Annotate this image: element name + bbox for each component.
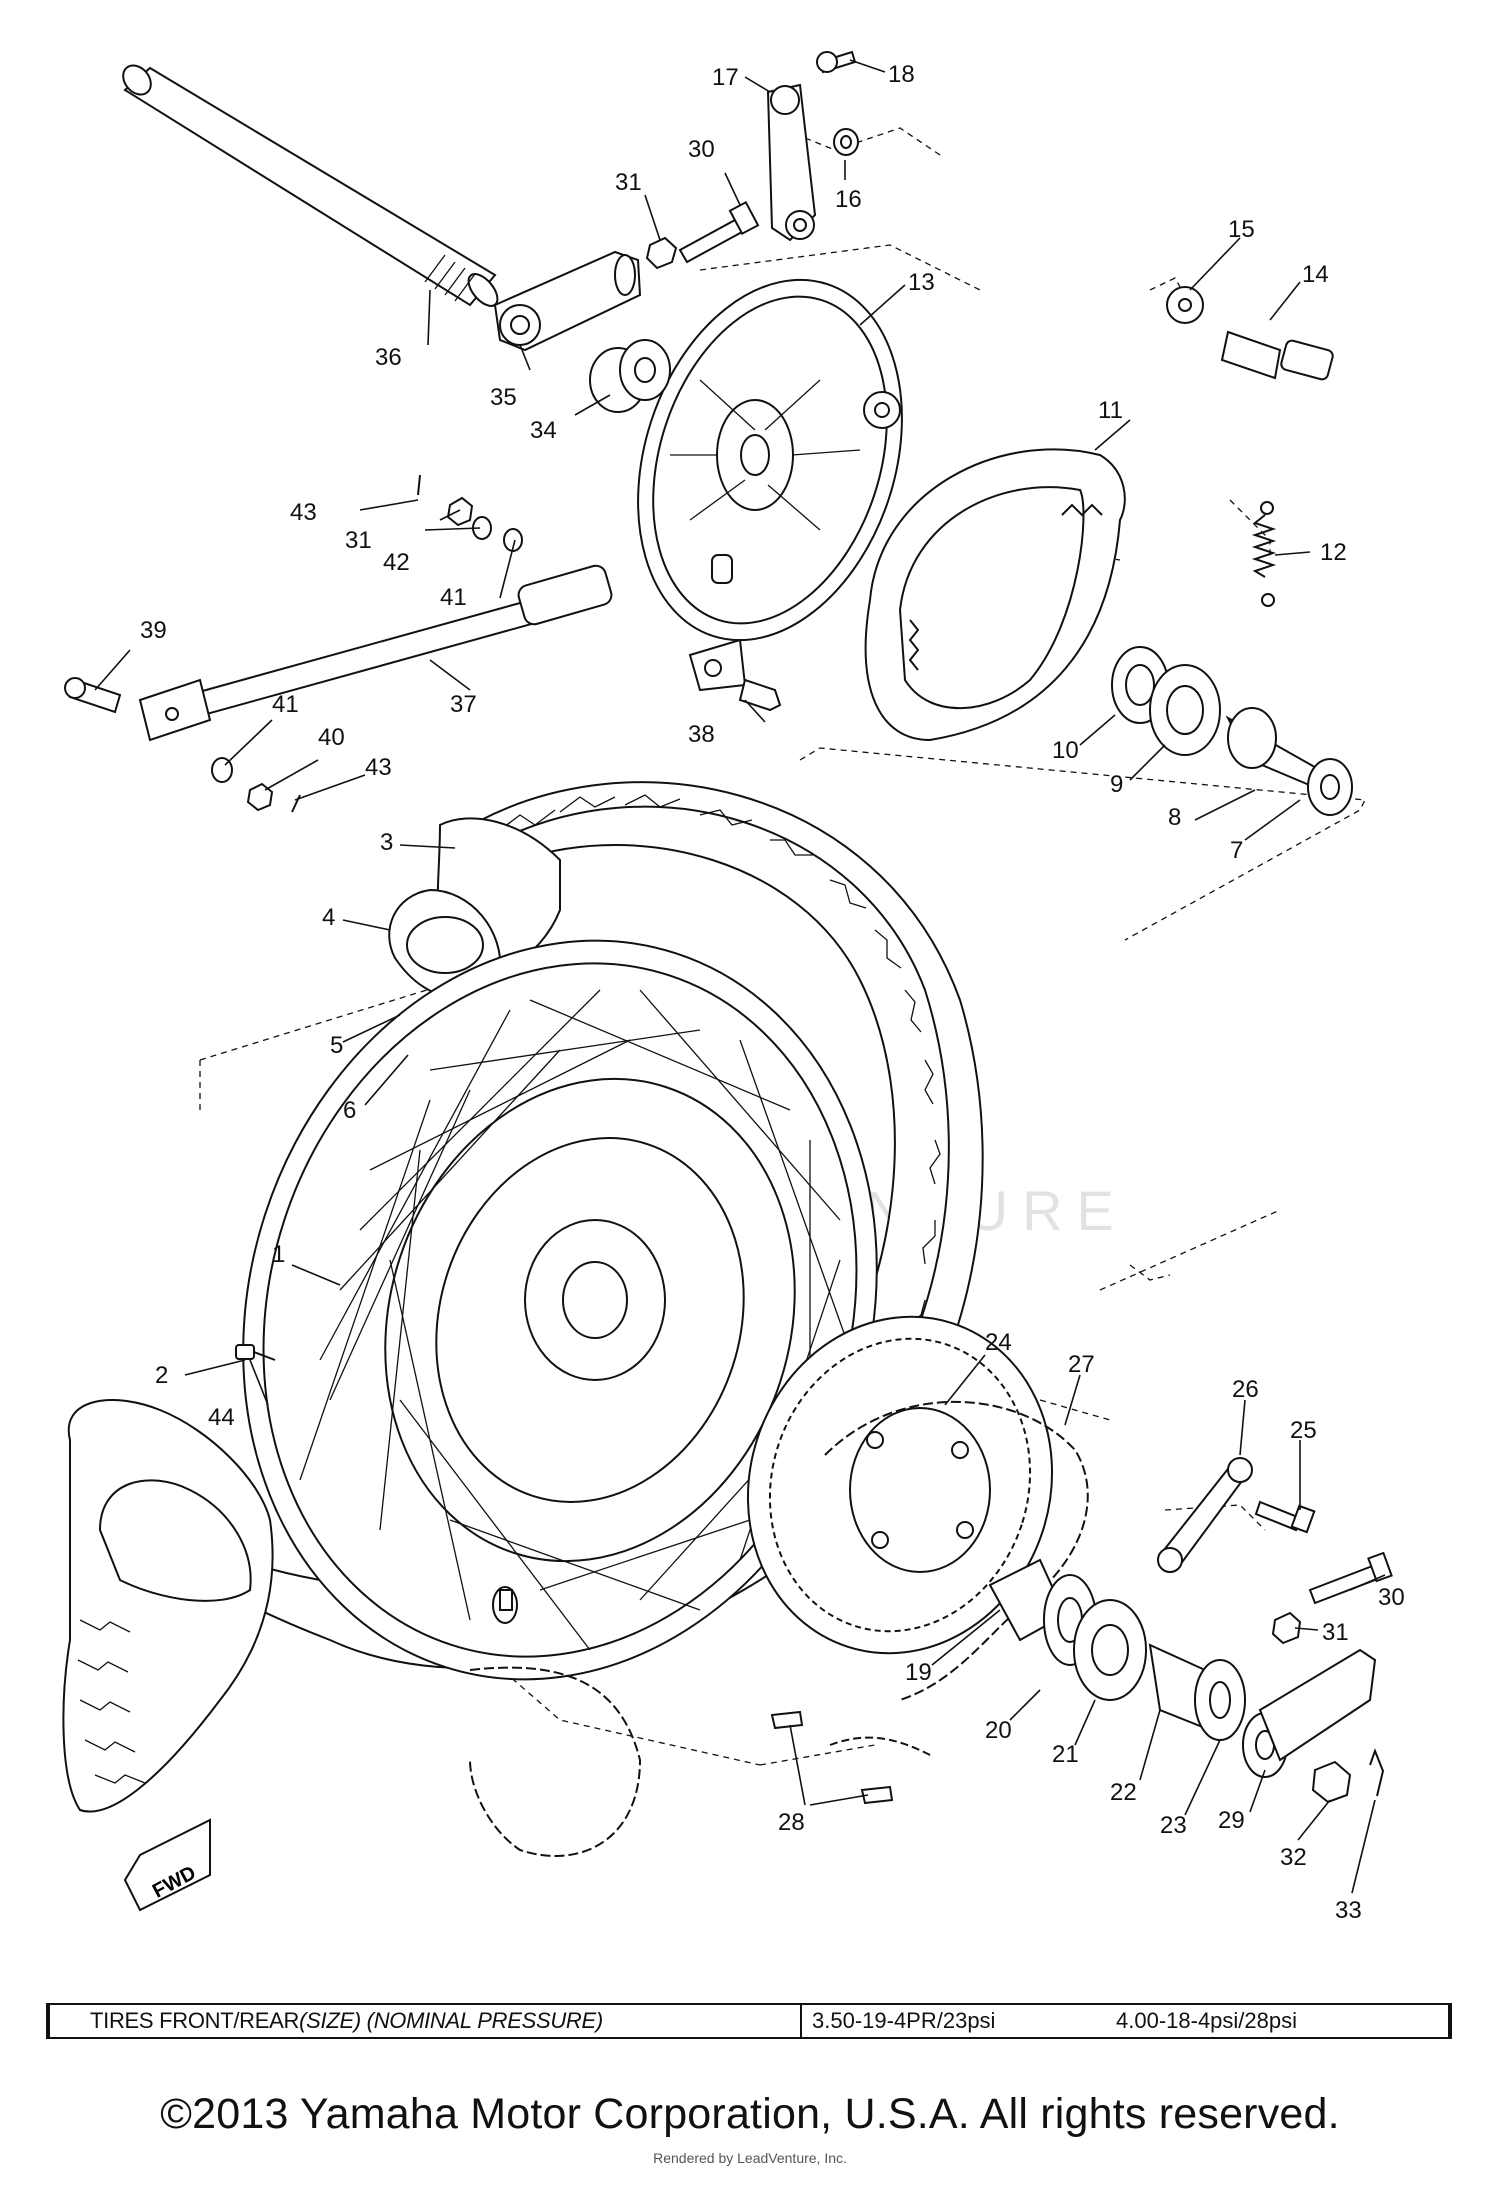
- leader-lines: [94, 59, 1386, 1894]
- hub-bearing-stack: [1111, 646, 1353, 816]
- rear-wheel-exploded-diagram: LEADVENTURE: [62, 50, 1405, 1924]
- callout-32: 32: [1280, 1844, 1307, 1871]
- callout-34: 34: [530, 417, 557, 444]
- callout-16: 16: [835, 186, 862, 213]
- callout-40: 40: [318, 724, 345, 751]
- rear-axle: [122, 64, 499, 307]
- callout-19: 19: [905, 1659, 932, 1686]
- callout-30-upper: 30: [688, 136, 715, 163]
- callout-29: 29: [1218, 1807, 1245, 1834]
- callout-38: 38: [688, 721, 715, 748]
- tire-spec-label-italic: (SIZE) (NOMINAL PRESSURE): [299, 2008, 603, 2033]
- torque-link-upper: [766, 50, 859, 242]
- callout-23: 23: [1160, 1812, 1187, 1839]
- callout-15: 15: [1228, 216, 1255, 243]
- callout-4: 4: [322, 904, 335, 931]
- callout-44: 44: [208, 1404, 235, 1431]
- callout-30-lower: 30: [1378, 1584, 1405, 1611]
- callout-6: 6: [343, 1097, 356, 1124]
- callout-37: 37: [450, 691, 477, 718]
- callout-2: 2: [155, 1362, 168, 1389]
- callout-43-upper: 43: [290, 499, 317, 526]
- callout-31-upper: 31: [615, 169, 642, 196]
- callout-13: 13: [908, 269, 935, 296]
- callout-12: 12: [1320, 539, 1347, 566]
- tire-spec-table: TIRES FRONT/REAR (SIZE) (NOMINAL PRESSUR…: [46, 2003, 1452, 2039]
- callout-31-lower: 31: [1322, 1619, 1349, 1646]
- callout-42: 42: [383, 549, 410, 576]
- tire-spec-label: TIRES FRONT/REAR (SIZE) (NOMINAL PRESSUR…: [50, 2005, 802, 2037]
- chain-adjuster-left: [493, 250, 642, 352]
- callout-17: 17: [712, 64, 739, 91]
- brake-shoe-spring: [1251, 501, 1277, 607]
- fwd-arrow: FWD: [123, 1818, 211, 1912]
- brake-camshaft: [1166, 286, 1334, 381]
- tire-spec-front: 3.50-19-4PR/23psi: [812, 2008, 996, 2033]
- rear-tire-cutaway: [62, 781, 984, 1813]
- axle-spacer: [589, 339, 671, 413]
- brake-shoe-plate: [637, 278, 903, 692]
- adjuster-bolt-upper: [645, 200, 760, 270]
- rear-sprocket: [746, 1315, 1054, 1655]
- torque-rod: [64, 474, 782, 813]
- callout-11: 11: [1098, 397, 1123, 424]
- callout-24: 24: [985, 1329, 1012, 1356]
- callout-31-middle: 31: [345, 527, 372, 554]
- callout-27: 27: [1068, 1351, 1095, 1378]
- callout-41-upper: 41: [440, 584, 467, 611]
- callout-33: 33: [1335, 1897, 1362, 1924]
- sprocket-hub-stack: [988, 1558, 1385, 1804]
- callout-7: 7: [1230, 837, 1243, 864]
- rear-wheel-rim-and-spokes: [242, 939, 878, 1681]
- callout-8: 8: [1168, 804, 1181, 831]
- callout-9: 9: [1110, 771, 1123, 798]
- callout-20: 20: [985, 1717, 1012, 1744]
- torque-link-lower: [1157, 1457, 1393, 1645]
- callout-39: 39: [140, 617, 167, 644]
- callout-21: 21: [1052, 1741, 1079, 1768]
- copyright-notice: ©2013 Yamaha Motor Corporation, U.S.A. A…: [160, 2090, 1340, 2138]
- callout-5: 5: [330, 1032, 343, 1059]
- callout-25: 25: [1290, 1417, 1317, 1444]
- drive-chain: [469, 1400, 1089, 1857]
- brake-shoe-set: [864, 448, 1126, 742]
- callout-36: 36: [375, 344, 402, 371]
- callout-41-lower: 41: [272, 691, 299, 718]
- spoke-nipple: [235, 1344, 276, 1361]
- callout-labels: 1 2 3 4 5 6 7 8 9 10 11 12 13 14 15 16 1…: [140, 61, 1405, 1924]
- tire-spec-rear: 4.00-18-4psi/28psi: [1116, 2008, 1298, 2033]
- callout-28: 28: [778, 1809, 805, 1836]
- callout-1: 1: [272, 1241, 285, 1268]
- callout-22: 22: [1110, 1779, 1137, 1806]
- callout-14: 14: [1302, 261, 1329, 288]
- rendered-by-note: Rendered by LeadVenture, Inc.: [653, 2150, 847, 2166]
- callout-35: 35: [490, 384, 517, 411]
- callout-18: 18: [888, 61, 915, 88]
- callout-26: 26: [1232, 1376, 1259, 1403]
- callout-43-lower: 43: [365, 754, 392, 781]
- callout-3: 3: [380, 829, 393, 856]
- callout-10: 10: [1052, 737, 1079, 764]
- tire-spec-label-prefix: TIRES FRONT/REAR: [90, 2008, 300, 2033]
